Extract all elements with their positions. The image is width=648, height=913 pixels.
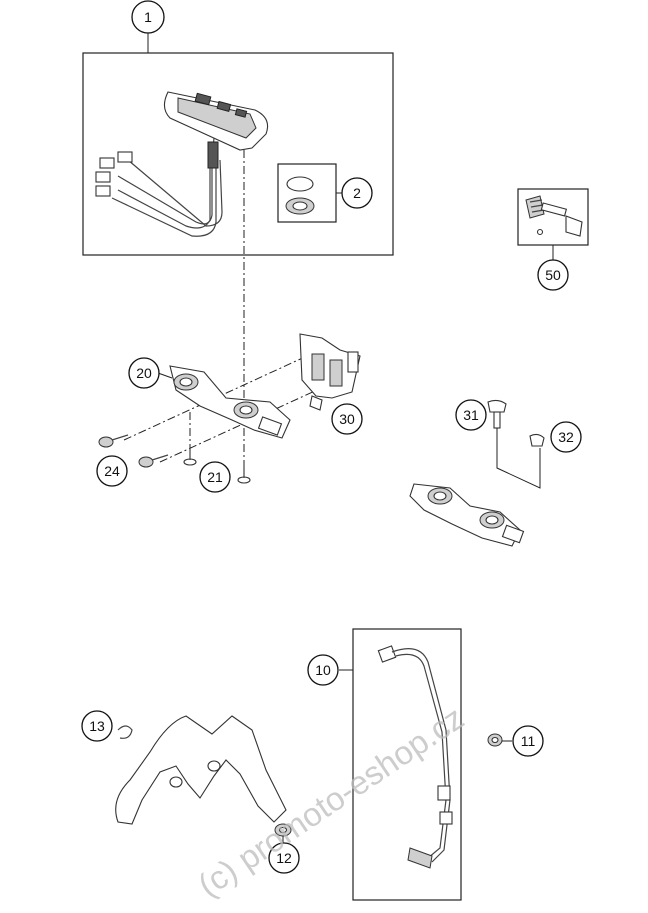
callout-20: 20 [128, 357, 160, 389]
axis-bolt-lower [159, 383, 331, 463]
group-frame-10 [352, 628, 462, 901]
svg-text:32: 32 [558, 429, 574, 445]
holder-bracket-part-30 [299, 333, 361, 411]
brake-disc-outline [115, 715, 287, 825]
dashboard-display-unit [95, 91, 269, 237]
mounting-bracket-part-20 [169, 365, 291, 439]
callout-30: 30 [331, 403, 363, 435]
cap-part-32 [529, 433, 545, 447]
bracket-view-reference [409, 483, 525, 547]
svg-text:1: 1 [144, 9, 152, 25]
svg-text:21: 21 [207, 469, 223, 485]
svg-text:50: 50 [545, 267, 561, 283]
callout-2: 2 [341, 177, 373, 209]
leader-20 [157, 372, 173, 379]
svg-text:11: 11 [521, 733, 536, 749]
callout-24: 24 [96, 455, 128, 487]
callout-12: 12 [268, 842, 300, 874]
callout-11: 11 [512, 725, 544, 757]
callout-50: 50 [537, 259, 569, 291]
svg-text:12: 12 [276, 850, 292, 866]
leader-31-32 [496, 428, 541, 489]
callout-10: 10 [307, 654, 339, 686]
svg-text:2: 2 [353, 185, 361, 201]
screw-part-24 [98, 434, 169, 468]
rivet-part-21 [183, 448, 251, 484]
svg-text:30: 30 [339, 411, 355, 427]
svg-text:20: 20 [136, 365, 152, 381]
svg-text:10: 10 [315, 662, 331, 678]
cable-clip-part-11 [487, 733, 503, 747]
circlip-part-13 [117, 725, 133, 739]
group-frame-1 [82, 52, 394, 256]
callout-32: 32 [550, 421, 582, 453]
group-frame-50 [517, 188, 589, 246]
lock-with-key-part-50 [525, 195, 583, 237]
svg-text:31: 31 [463, 407, 479, 423]
callout-1: 1 [131, 0, 165, 34]
svg-text:13: 13 [89, 718, 105, 734]
callout-13: 13 [81, 710, 113, 742]
callout-31: 31 [455, 399, 487, 431]
plug-part-31 [487, 399, 507, 429]
callout-21: 21 [199, 461, 231, 493]
nut-part-12 [274, 823, 292, 837]
grommet-part-2 [285, 176, 315, 215]
speed-sensor-cable-part-10 [377, 645, 453, 869]
svg-text:24: 24 [104, 463, 120, 479]
